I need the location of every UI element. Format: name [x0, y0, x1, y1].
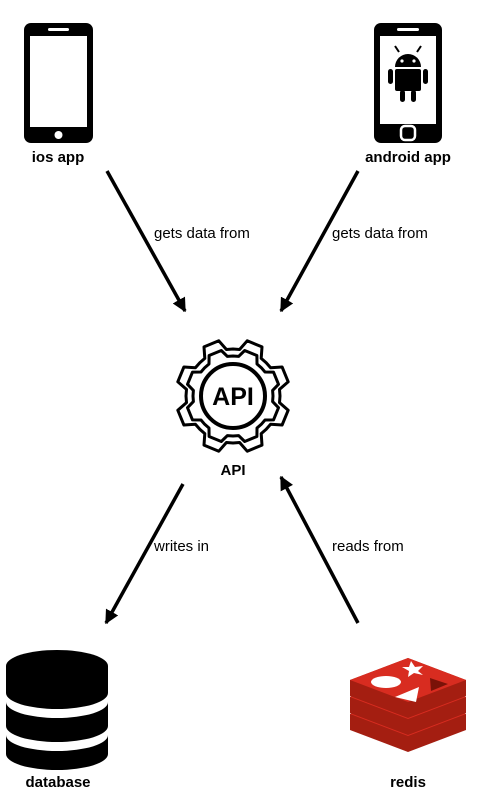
database-icon — [6, 650, 108, 770]
redis-label: redis — [390, 774, 426, 791]
smartphone-icon — [24, 23, 93, 143]
api-badge-text: API — [212, 383, 254, 411]
gear-api-icon: API — [176, 339, 290, 453]
edge-label-redis: reads from — [332, 538, 404, 555]
edge-label-ios: gets data from — [154, 225, 250, 242]
edge-api-to-database — [104, 483, 185, 625]
android-phone-icon — [374, 23, 442, 143]
edge-ios-to-api — [105, 170, 187, 313]
edge-redis-to-api — [279, 475, 360, 624]
ios-app-label: ios app — [31, 149, 85, 166]
edge-label-database: writes in — [154, 538, 210, 555]
database-label: database — [25, 774, 91, 791]
edge-label-android: gets data from — [332, 225, 428, 242]
android-robot-icon — [388, 45, 428, 102]
android-app-label: android app — [365, 149, 451, 166]
edge-android-to-api — [279, 170, 360, 313]
api-label: API — [220, 462, 246, 479]
redis-logo-icon — [350, 658, 466, 752]
